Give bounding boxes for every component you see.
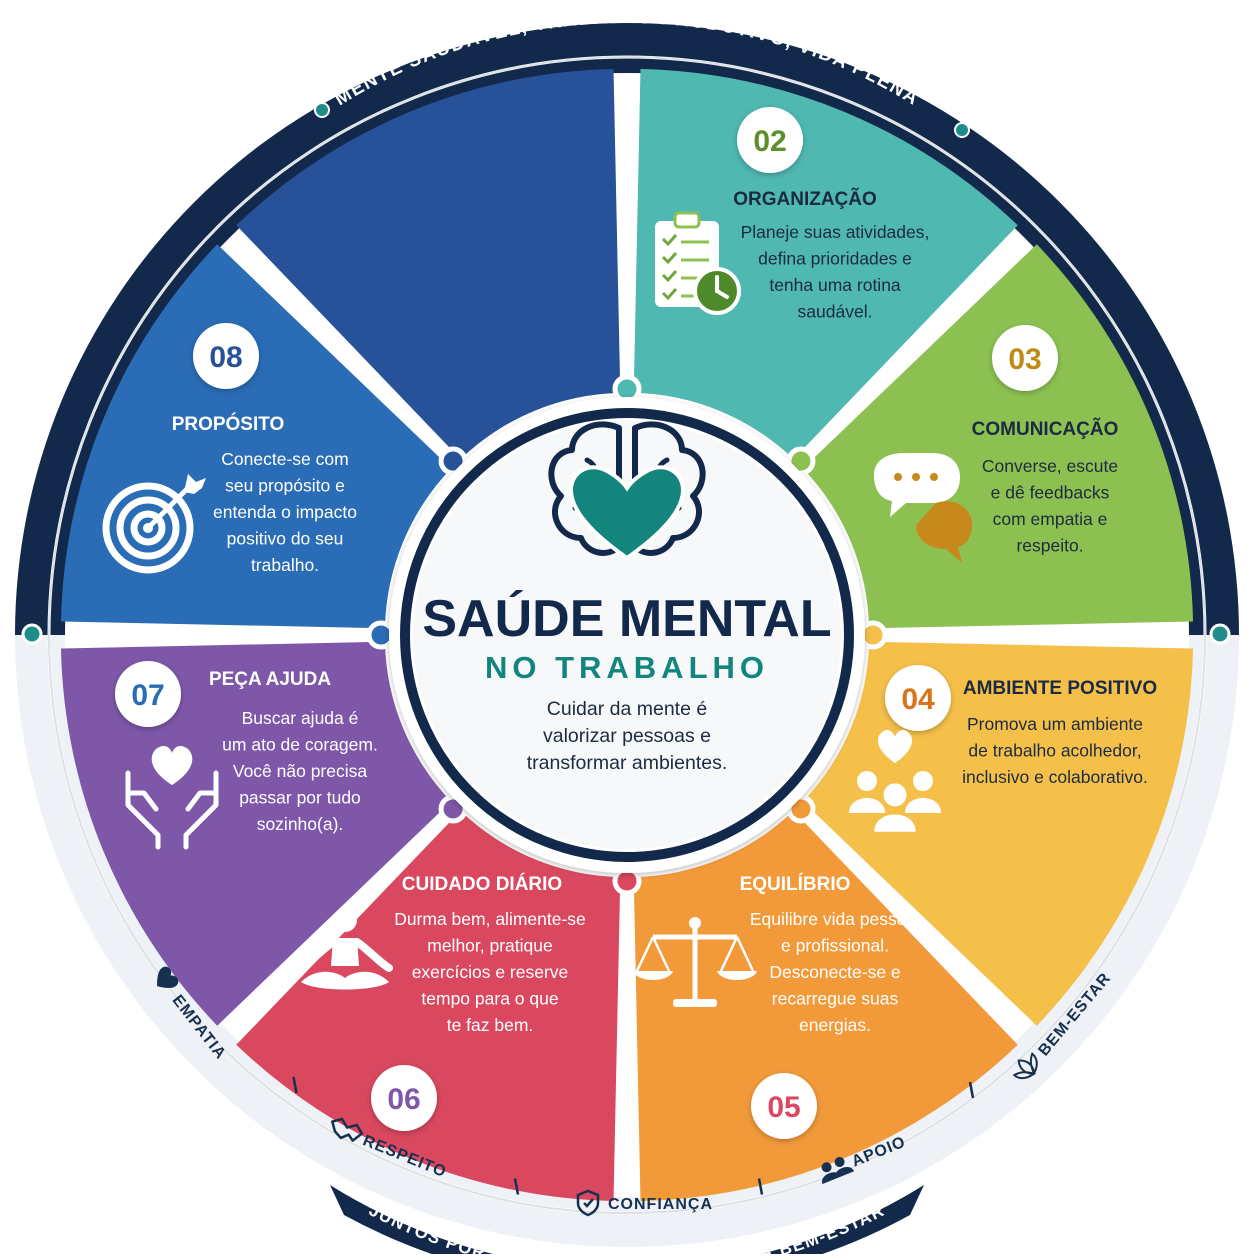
segment-number: 08 [209,341,242,374]
segment-number: 03 [1008,343,1041,376]
value-separator [513,1178,520,1195]
segment-number-badge: 04 [885,665,951,731]
shield-icon [576,1189,600,1217]
value-label: CONFIANÇA [608,1196,713,1213]
segment-title: PROPÓSITO [172,413,285,435]
center-subtitle: NO TRABALHO [485,650,769,685]
segment-number-badge: 07 [115,661,181,727]
segment-shape [802,244,1194,629]
chat-bubbles-icon [874,453,972,563]
heart-icon [157,966,179,988]
segment-shape [236,810,621,1202]
handshake-icon [331,1117,364,1142]
segment-title: AMBIENTE POSITIVO [963,678,1157,699]
center-hub [413,421,841,849]
clipboard-clock-icon [655,211,741,315]
people-icon [821,1157,855,1184]
segment-number: 05 [767,1091,800,1124]
value-separator [757,1178,764,1195]
hands-heart-icon [125,746,219,850]
center-hub-ring [400,408,854,862]
lotus-icon [1012,1052,1038,1080]
ring-dot-top-left [314,102,330,118]
segment-number-badge: 03 [992,325,1058,391]
segment-shape [236,68,621,460]
segment-number: 06 [387,1083,420,1116]
value-separator [968,1081,975,1099]
segment-number: 02 [753,125,786,158]
meditation-icon [297,908,393,990]
balance-scale-icon [633,917,757,1007]
value-confiança: CONFIANÇA [576,1189,713,1217]
segment-title: ORGANIZAÇÃO [733,188,877,210]
segment-title: COMUNICAÇÃO [972,418,1119,440]
target-arrow-icon [102,474,206,574]
segment-number-badge: 06 [371,1065,437,1131]
ring-dot-top-right [954,122,970,138]
team-heart-icon [849,730,941,832]
segment-title: EQUILÍBRIO [740,873,851,895]
segments: 01AUTOCONHECIMENTOConheça seus limites,e… [60,68,1194,1202]
segment-number-badge: 05 [751,1073,817,1139]
segment-title: PEÇA AJUDA [209,669,331,690]
segment-shape [60,641,452,1026]
segment-number-badge: 08 [193,323,259,389]
center-title: SAÚDE MENTAL [422,590,831,648]
segment-number: 07 [131,679,164,712]
ring-dot-right [1209,623,1231,645]
segment-number: 04 [901,683,935,716]
segment-body: Planeje suas atividades,defina prioridad… [741,222,930,322]
segment-number-badge: 02 [737,107,803,173]
value-separator [292,1076,298,1094]
segment-title: CUIDADO DIÁRIO [402,873,562,895]
brain-heart-icon [548,421,706,561]
ring-dot-left [21,623,43,645]
segment-shape [633,810,1018,1202]
segment-shape [633,68,1018,460]
ring-divider [47,55,1207,1215]
